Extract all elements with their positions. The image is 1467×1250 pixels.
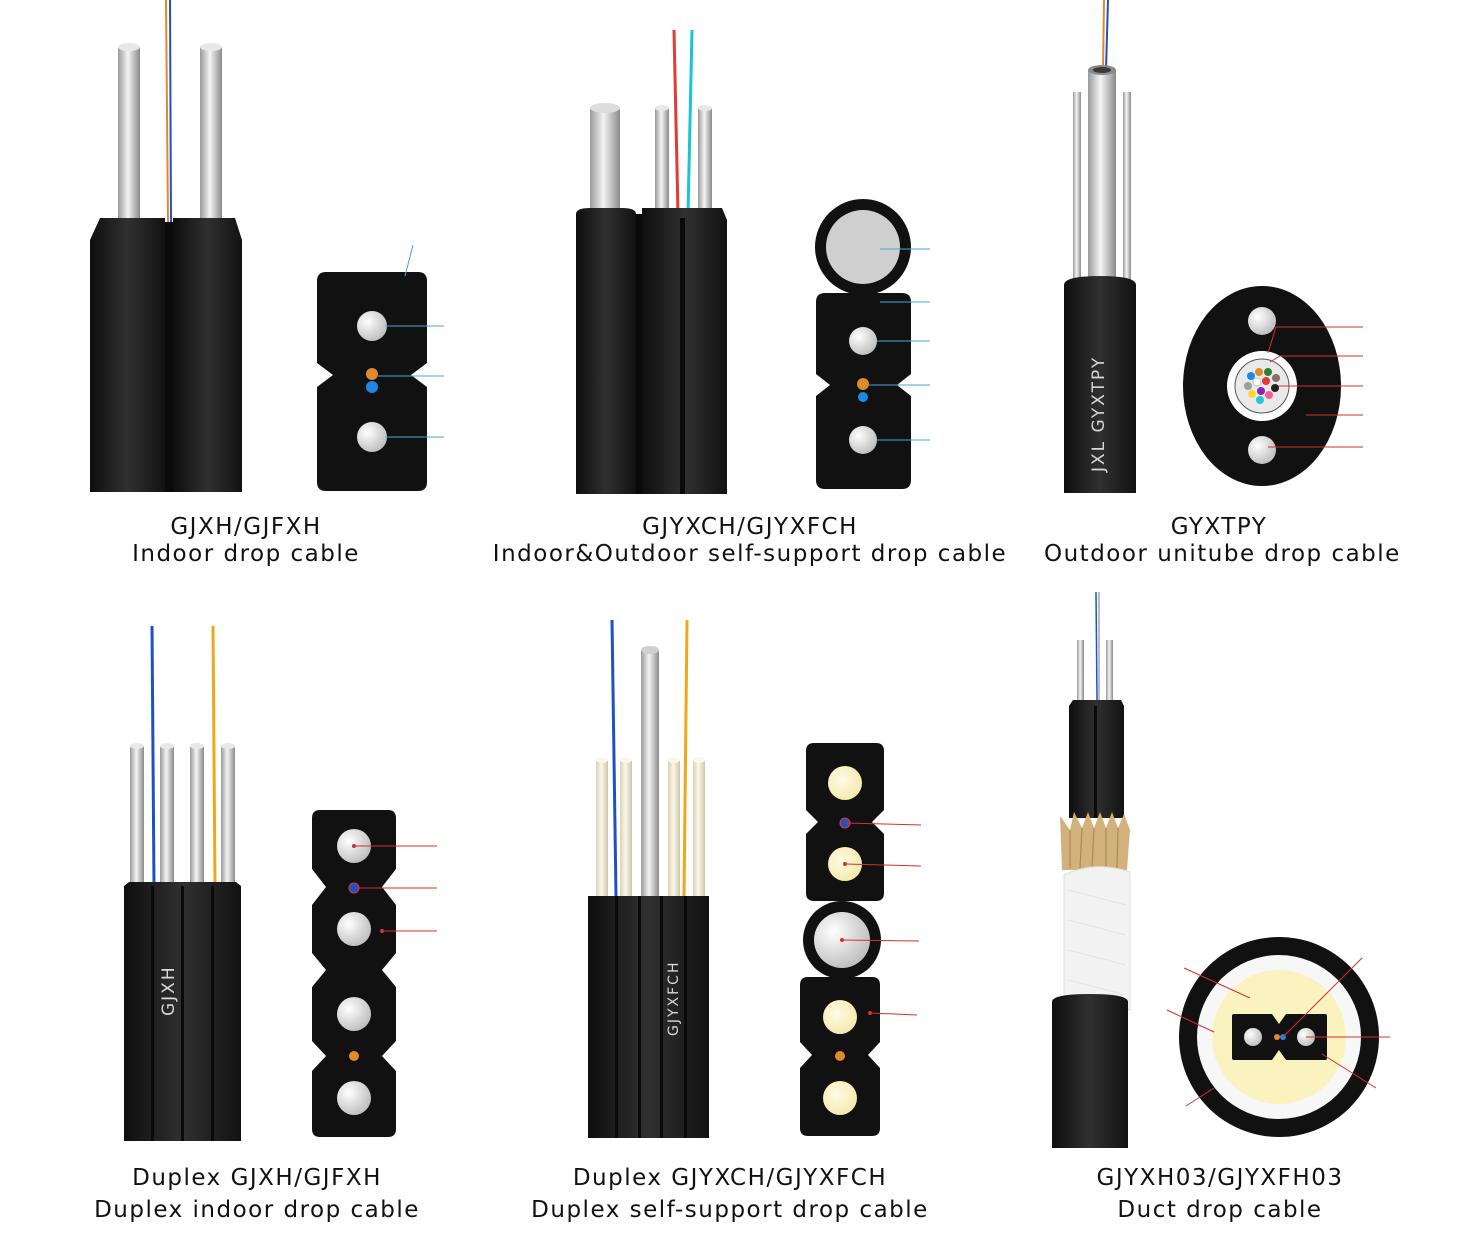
gyxtpy-jacket-print: JXL GYXTPY bbox=[1089, 356, 1109, 473]
caption-duplex-gjyxch: Duplex GJYXCH/GJYXFCH Duplex self-suppor… bbox=[520, 1162, 940, 1226]
duplex-gjxh-jacket-print: GJXH bbox=[159, 965, 179, 1016]
model-gjyxch: GJYXCH/GJYXFCH bbox=[642, 514, 858, 540]
description-gyxtpy: Outdoor unitube drop cable bbox=[1044, 541, 1401, 567]
model-gjxh: GJXH/GJFXH bbox=[170, 514, 322, 540]
description-duplex-gjxh: Duplex indoor drop cable bbox=[94, 1197, 420, 1223]
gjyxh03-cable-illustration bbox=[1052, 591, 1131, 1148]
model-duplex-gjxh: Duplex GJXH/GJFXH bbox=[132, 1165, 382, 1191]
caption-gyxtpy: GYXTPY Outdoor unitube drop cable bbox=[1044, 514, 1401, 568]
gjxh-cross-section bbox=[317, 244, 444, 491]
gjyxch-cross-section bbox=[815, 199, 930, 489]
gjyxh03-cross-section bbox=[1166, 937, 1390, 1137]
description-gjxh: Indoor drop cable bbox=[132, 541, 360, 567]
description-gjyxch: Indoor&Outdoor self-support drop cable bbox=[492, 541, 1008, 567]
caption-gjyxh03: GJYXH03/GJYXFH03 Duct drop cable bbox=[1060, 1162, 1380, 1226]
description-duplex-gjyxch: Duplex self-support drop cable bbox=[531, 1197, 929, 1223]
duplex-gjyxch-jacket-print: GJYXFCH bbox=[666, 961, 682, 1036]
description-gjyxh03: Duct drop cable bbox=[1117, 1197, 1323, 1223]
duplex-gjyxch-cable-illustration: GJYXFCH bbox=[588, 619, 709, 1138]
caption-duplex-gjxh: Duplex GJXH/GJFXH Duplex indoor drop cab… bbox=[82, 1162, 432, 1226]
duplex-gjxh-cable-illustration: GJXH bbox=[124, 625, 241, 1141]
model-gyxtpy: GYXTPY bbox=[1170, 514, 1268, 540]
gyxtpy-cross-section bbox=[1183, 286, 1363, 486]
duplex-gjyxch-cross-section bbox=[800, 743, 922, 1136]
duplex-gjxh-cross-section bbox=[312, 810, 437, 1137]
model-duplex-gjyxch: Duplex GJYXCH/GJYXFCH bbox=[572, 1165, 888, 1191]
gjyxch-cable-illustration bbox=[576, 29, 727, 494]
caption-gjyxch: GJYXCH/GJYXFCH Indoor&Outdoor self-suppo… bbox=[490, 514, 1010, 568]
gjxh-cable-illustration bbox=[90, 0, 242, 492]
gyxtpy-cable-illustration: JXL GYXTPY bbox=[1064, 0, 1136, 493]
model-gjyxh03: GJYXH03/GJYXFH03 bbox=[1096, 1165, 1344, 1191]
caption-gjxh: GJXH/GJFXH Indoor drop cable bbox=[96, 514, 396, 568]
